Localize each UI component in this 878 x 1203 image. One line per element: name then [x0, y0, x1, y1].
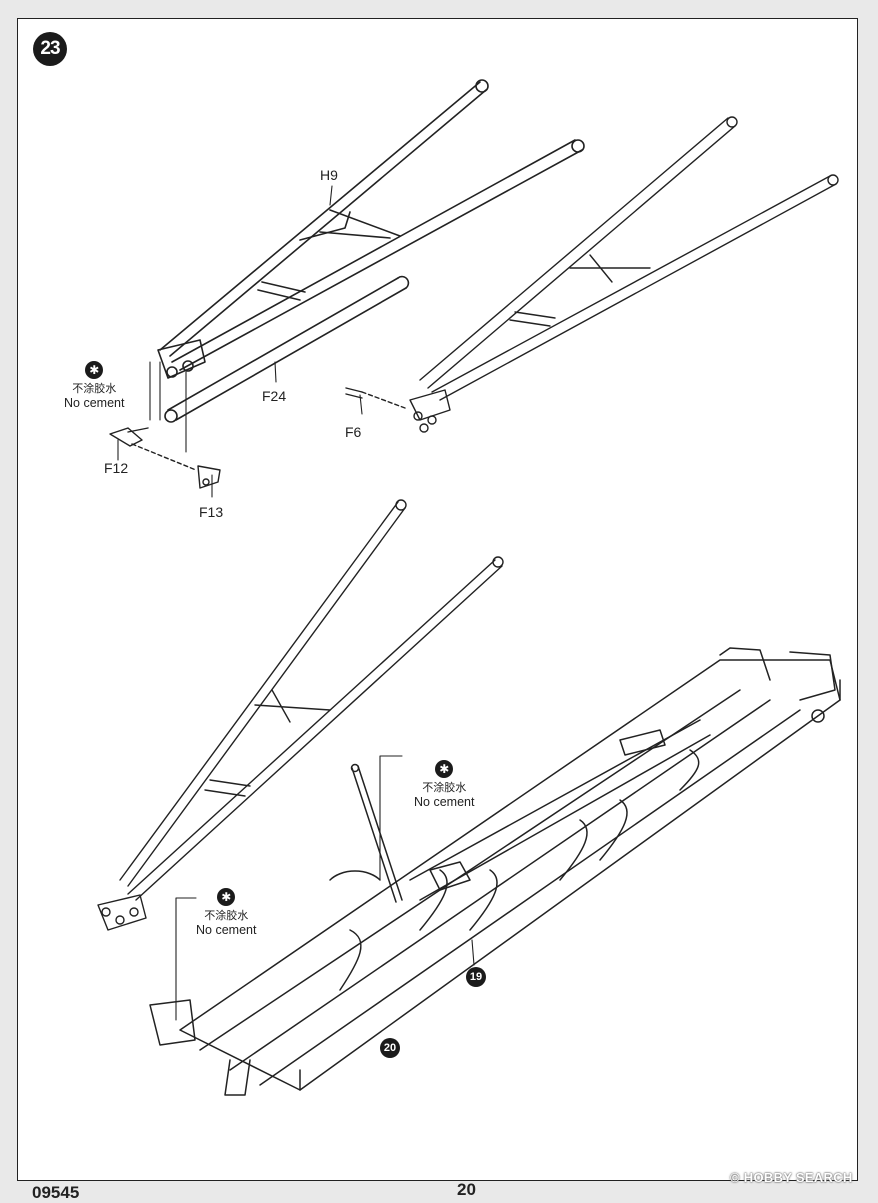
- no-cement-english: No cement: [414, 795, 475, 809]
- no-cement-note-middle: ✱ 不涂胶水 No cement: [414, 760, 474, 810]
- part-label-h9: H9: [320, 167, 338, 183]
- lower-a-frame: [97, 499, 504, 931]
- no-glue-icon: ✱: [217, 888, 236, 906]
- part-label-f13: F13: [199, 504, 224, 520]
- instruction-sheet: [17, 18, 858, 1181]
- no-cement-note-lower: ✱ 不涂胶水 No cement: [196, 888, 256, 938]
- no-cement-english: No cement: [64, 396, 125, 410]
- watermark: © HOBBY SEARCH: [730, 1170, 853, 1185]
- no-cement-chinese: 不涂胶水: [422, 781, 467, 794]
- part-label-f24: F24: [262, 388, 287, 404]
- no-glue-icon: ✱: [435, 760, 454, 778]
- no-cement-chinese: 不涂胶水: [72, 382, 117, 395]
- no-cement-note-top: ✱ 不涂胶水 No cement: [64, 361, 124, 411]
- no-cement-english: No cement: [196, 923, 257, 937]
- assembled-a-frame: [409, 116, 839, 433]
- product-code: 09545: [32, 1183, 80, 1202]
- no-glue-icon: ✱: [85, 361, 104, 379]
- h9-a-frame: [157, 79, 585, 379]
- launcher-assembly: [149, 647, 841, 1096]
- f12-f13-parts: [109, 427, 221, 489]
- f6-pin: [345, 387, 406, 409]
- part-label-f6: F6: [345, 424, 362, 440]
- no-cement-chinese: 不涂胶水: [204, 909, 249, 922]
- step-number-badge: 23: [33, 32, 67, 66]
- page-number: 20: [457, 1180, 476, 1199]
- f24-rod: [164, 275, 410, 423]
- leader-lines: [117, 185, 475, 1021]
- reference-badge-20: 20: [380, 1038, 400, 1058]
- part-label-f12: F12: [104, 460, 129, 476]
- reference-badge-19: 19: [466, 967, 486, 987]
